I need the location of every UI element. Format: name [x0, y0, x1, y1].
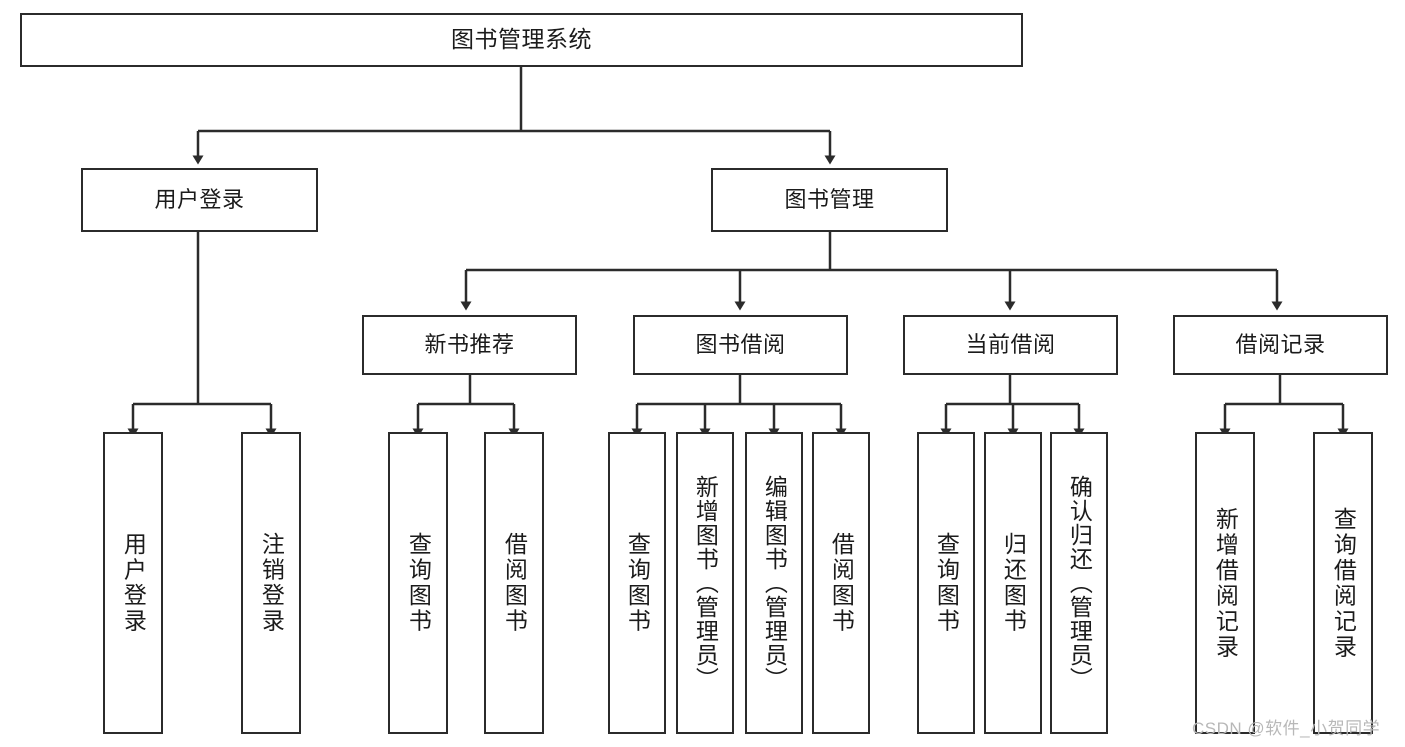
leaf-book-borrow-edit-book-admin[interactable]: 编辑图书（管理员）	[745, 432, 803, 734]
leaf-current-borrow-return-book[interactable]: 归还图书	[984, 432, 1042, 734]
node-label: 用户登录	[154, 186, 245, 212]
leaf-new-book-query-book[interactable]: 查询图书	[388, 432, 448, 734]
leaf-user-login-login[interactable]: 用户登录	[103, 432, 163, 734]
node-label: 图书借阅	[695, 331, 786, 357]
node-borrow-record[interactable]: 借阅记录	[1173, 315, 1388, 375]
node-label: 确认归还（管理员）	[1066, 475, 1093, 691]
node-label: 图书管理	[784, 186, 875, 212]
node-book-borrow[interactable]: 图书借阅	[633, 315, 848, 375]
node-label: 当前借阅	[965, 331, 1056, 357]
node-label: 查询借阅记录	[1330, 506, 1357, 660]
node-book-management[interactable]: 图书管理	[711, 168, 948, 232]
leaf-new-book-borrow-book[interactable]: 借阅图书	[484, 432, 544, 734]
node-label: 借阅图书	[501, 532, 528, 634]
leaf-book-borrow-borrow-book[interactable]: 借阅图书	[812, 432, 870, 734]
node-label: 编辑图书（管理员）	[761, 475, 788, 691]
leaf-current-borrow-query-book[interactable]: 查询图书	[917, 432, 975, 734]
node-label: 借阅记录	[1235, 331, 1326, 357]
node-label: 查询图书	[405, 532, 432, 634]
node-label: 查询图书	[624, 532, 651, 634]
node-new-book-recommend[interactable]: 新书推荐	[362, 315, 577, 375]
leaf-book-borrow-query-book[interactable]: 查询图书	[608, 432, 666, 734]
node-label: 新书推荐	[424, 331, 515, 357]
node-label: 借阅图书	[828, 532, 855, 634]
node-root-book-management-system[interactable]: 图书管理系统	[20, 13, 1023, 67]
csdn-watermark: CSDN @软件_小贺同学	[1192, 719, 1381, 738]
leaf-borrow-record-add-record[interactable]: 新增借阅记录	[1195, 432, 1255, 734]
node-label: 归还图书	[1000, 532, 1027, 634]
node-label: 新增图书（管理员）	[692, 475, 719, 691]
node-label: 注销登录	[258, 532, 285, 634]
leaf-user-login-logout[interactable]: 注销登录	[241, 432, 301, 734]
leaf-current-borrow-confirm-return-admin[interactable]: 确认归还（管理员）	[1050, 432, 1108, 734]
node-current-borrow[interactable]: 当前借阅	[903, 315, 1118, 375]
node-label: 用户登录	[120, 532, 147, 634]
node-label: 图书管理系统	[451, 26, 592, 53]
leaf-borrow-record-query-record[interactable]: 查询借阅记录	[1313, 432, 1373, 734]
node-label: 新增借阅记录	[1212, 506, 1239, 660]
node-user-login[interactable]: 用户登录	[81, 168, 318, 232]
leaf-book-borrow-add-book-admin[interactable]: 新增图书（管理员）	[676, 432, 734, 734]
node-label: 查询图书	[933, 532, 960, 634]
